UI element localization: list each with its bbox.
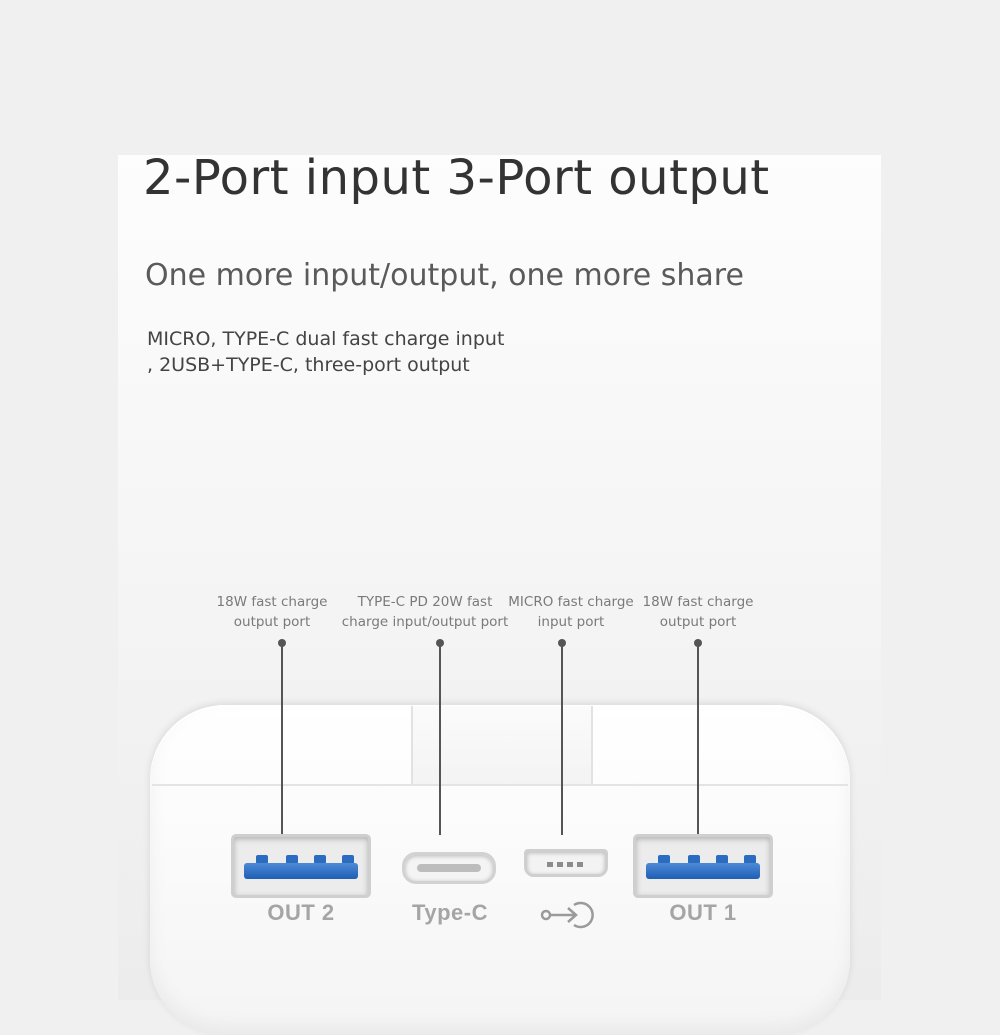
headline: 2-Port input 3-Port output [143,150,770,206]
usb-pin [314,855,326,864]
callout-out1-line-1: 18W fast charge [642,594,754,610]
description-line-1: MICRO, TYPE-C dual fast charge input [147,328,505,350]
usb-pin [688,855,700,864]
description-line-2: , 2USB+TYPE-C, three-port output [147,354,470,376]
micro-pin [557,862,563,867]
callout-out1-line-2: output port [659,614,737,630]
usb-pin [286,855,298,864]
callout-out2-line-1: 18W fast charge [216,594,328,610]
port-name-typec: Type-C [412,900,488,925]
usb-c-port [402,852,496,884]
usb-c-slot [417,864,481,872]
micro-pin [567,862,573,867]
micro-pin [577,862,583,867]
callout-out2-line-2: output port [233,614,311,630]
callout-out2: 18W fast charge output port [187,592,357,632]
callout-typec-line-1: TYPE-C PD 20W fast [357,594,493,610]
usb-pin [658,855,670,864]
power-bank-seam [152,784,848,786]
usb-tongue [244,863,358,879]
usb-a-port-out1 [633,834,773,898]
callout-micro-line-1: MICRO fast charge [508,594,634,610]
input-arrow-icon [540,901,594,929]
callout-micro-line-2: input port [537,614,605,630]
subheadline: One more input/output, one more share [145,258,744,293]
usb-pin [716,855,728,864]
usb-a-port-out2 [231,834,371,898]
micro-pin [547,862,553,867]
leader-line-out1 [697,643,699,838]
usb-pin [744,855,756,864]
callout-micro: MICRO fast charge input port [486,592,656,632]
port-name-out2: OUT 2 [267,900,335,925]
leader-line-out2 [281,643,283,838]
usb-tongue [646,863,760,879]
description: MICRO, TYPE-C dual fast charge input , 2… [147,326,504,378]
leader-line-micro [561,643,563,835]
callout-typec: TYPE-C PD 20W fast charge input/output p… [340,592,510,632]
usb-pin [342,855,354,864]
micro-usb-port [524,849,608,877]
callout-out1: 18W fast charge output port [613,592,783,632]
usb-pin [256,855,268,864]
leader-line-typec [439,643,441,835]
port-name-out1: OUT 1 [669,900,737,925]
callout-typec-line-2: charge input/output port [341,614,509,630]
